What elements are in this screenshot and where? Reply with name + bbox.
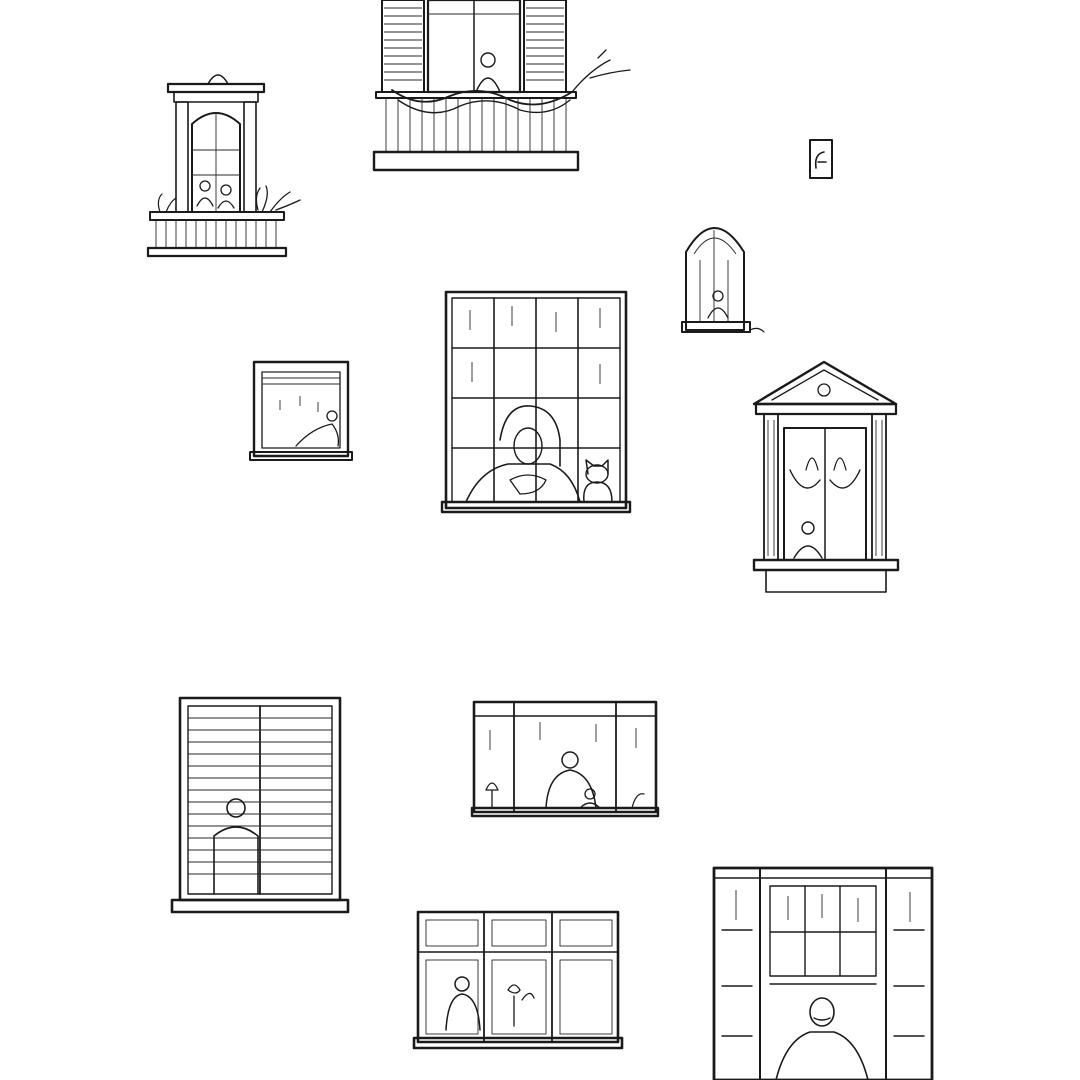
figure-pair [196,180,235,209]
figure-pair [545,751,601,809]
figure [445,976,481,1031]
balcony-window-small [146,74,301,258]
man-figure [775,997,869,1080]
blinds-window [170,696,350,914]
figure-with-cup [465,405,581,503]
grid-window [440,290,632,514]
gothic-window [681,227,765,333]
cat [583,459,613,503]
pediment-window [752,360,900,593]
balcony-window-shutters [372,0,631,172]
wide-window [470,700,660,818]
tall-grid-window [712,866,934,1080]
small-square-window [249,360,353,461]
lower-window [412,910,624,1050]
tiny-window [809,139,833,179]
figure-behind-blinds [213,798,259,895]
